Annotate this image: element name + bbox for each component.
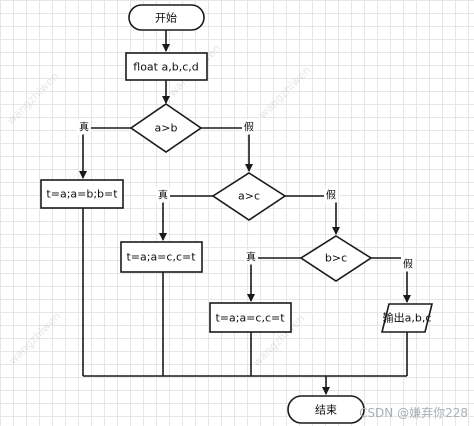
branch-label-backing [156,187,170,203]
swap1-box [40,179,124,209]
swap3-label: t=a;a=c,c=t [215,312,285,325]
cond1-yes-label: 真 [79,121,89,134]
declare-box [125,52,208,81]
branch-label-backing [77,119,91,135]
connector-cond1-true [79,127,131,179]
end-terminal [287,395,365,424]
end-label: 结束 [315,404,337,417]
start-label: 开始 [155,11,177,25]
swap1-label: t=a;a=b;b=t [46,188,118,201]
cond3-no-label: 假 [403,258,413,271]
cond2-diamond [211,172,287,221]
branch-label-backing [242,119,256,135]
cond1-label: a>b [155,122,178,135]
cond2-no-label: 假 [326,189,336,202]
swap3-box [209,302,292,333]
connector-cond2-true [159,195,213,241]
connector-cond1-false [201,127,253,172]
swap2-box [120,241,203,273]
declare-label: float a,b,c,d [133,61,198,74]
swap2-label: t=a;a=c,c=t [126,251,196,264]
branch-label-backing [401,256,415,272]
branch-label-backing [244,249,258,265]
cond1-diamond [129,103,203,153]
cond3-yes-label: 真 [246,251,256,264]
cond3-label: b>c [325,252,347,265]
output-parallelogram [380,303,434,333]
connector-cond3-true [247,257,301,302]
cond2-yes-label: 真 [158,189,168,202]
credit-watermark: CSDN @嫌弃你228 [359,406,468,420]
output-label: 输出a,b,c [383,311,432,325]
start-terminal [128,4,205,31]
branch-label-backing [324,187,338,203]
cond1-no-label: 假 [244,121,254,134]
cond2-label: a>c [238,190,260,203]
cond3-diamond [299,235,373,282]
